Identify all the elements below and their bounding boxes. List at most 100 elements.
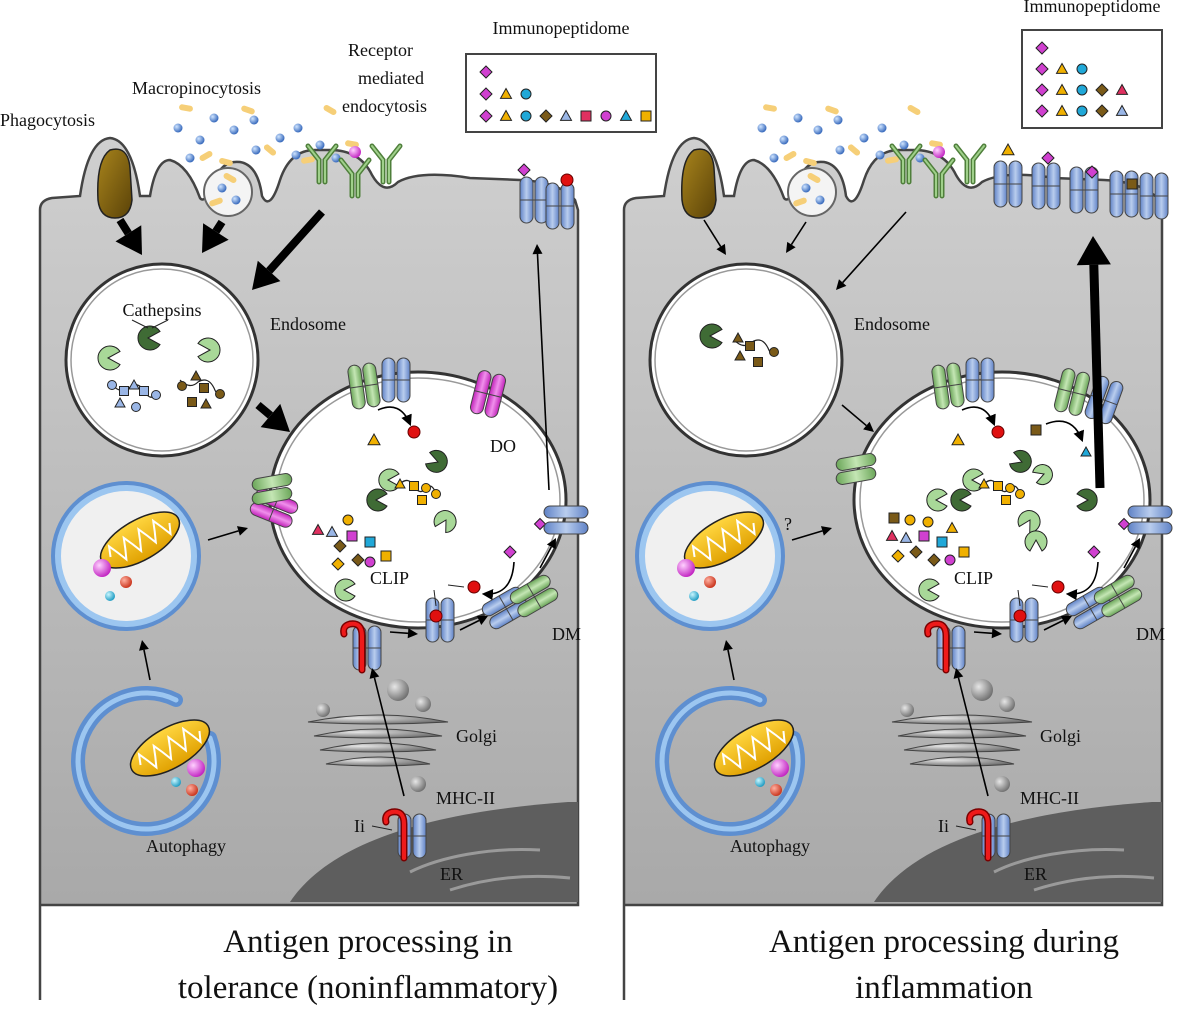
receptor	[922, 157, 956, 199]
panel-inflammation: EndosomeCLIPDMImmunopeptidome?AutophagyG…	[622, 0, 1173, 1006]
phagophore-inner	[75, 690, 217, 832]
receptor	[953, 143, 987, 185]
phagophore-inner	[659, 690, 801, 832]
peptide-square	[364, 536, 376, 548]
peptide-square	[918, 530, 930, 542]
panel-caption: Antigen processing in	[223, 924, 513, 960]
peptide-triangle	[190, 369, 202, 381]
clip-peptide	[429, 609, 443, 623]
panels: CathepsinsEndosomeDOCLIPDMImmunopeptidom…	[0, 0, 1173, 1006]
cathepsin-enzyme	[1008, 449, 1032, 473]
solute-pill	[223, 173, 237, 183]
solute-pill	[263, 144, 277, 156]
clip-pointer	[433, 589, 437, 607]
cathepsin-enzyme	[197, 337, 221, 363]
golgi-vesicle	[415, 696, 431, 712]
mhc-ii-loaded	[1127, 505, 1173, 535]
hla-dm-molecule	[835, 453, 877, 471]
peptide-square	[640, 110, 652, 122]
immunopeptidome-title: Immunopeptidome	[1024, 0, 1161, 16]
ii-pointer	[955, 825, 977, 831]
receptor-label: Receptor	[348, 40, 413, 60]
peptide-diamond	[479, 87, 493, 101]
hla-dm-molecule	[251, 473, 293, 491]
hla-dm-molecule	[835, 467, 877, 485]
dm-label: DM	[1136, 624, 1165, 644]
peptide-circle	[431, 489, 441, 499]
clip-label: CLIP	[954, 568, 993, 588]
peptide-circle	[1005, 483, 1015, 493]
autophagy-label: Autophagy	[146, 836, 226, 856]
peptide-triangle	[499, 109, 513, 121]
extracellular-particle	[769, 153, 779, 163]
peptide-triangle	[899, 531, 913, 543]
cargo-particle	[689, 591, 699, 601]
exchange-arrow	[377, 406, 412, 427]
solute-pill	[803, 157, 817, 167]
clip-pointer	[447, 584, 465, 588]
peptide-circle	[107, 380, 117, 390]
endosome-membrane	[70, 268, 254, 452]
ii-label: Ii	[938, 816, 949, 836]
peptide-diamond	[533, 517, 547, 531]
solute-pill	[783, 151, 797, 161]
arrow-endosome-to-miic	[255, 401, 290, 432]
extracellular-particle	[835, 145, 845, 155]
peptide-triangle	[732, 331, 744, 343]
peptide-square	[1001, 495, 1011, 505]
arrow-phagophore-to-autophagosome	[723, 640, 735, 681]
immunopeptidome-peptides	[1035, 41, 1129, 118]
receptor-ligand	[933, 146, 945, 158]
macropinocytosis-label: Macropinocytosis	[132, 78, 261, 98]
peptide-square	[888, 512, 900, 524]
peptide-diamond	[517, 163, 531, 177]
extracellular-particle	[833, 115, 843, 125]
peptide-triangle	[394, 477, 406, 489]
hla-dm-molecule	[1053, 368, 1091, 416]
peptide-square	[753, 357, 763, 367]
panel-tolerance: CathepsinsEndosomeDOCLIPDMImmunopeptidom…	[0, 18, 657, 1006]
endosome	[648, 262, 844, 458]
solute-pill	[345, 140, 359, 148]
solute-pill	[241, 105, 255, 115]
peptide-circle	[769, 347, 779, 357]
extracellular-particle	[813, 125, 823, 135]
golgi-vesicle	[999, 696, 1015, 712]
peptide-diamond	[1041, 151, 1055, 165]
peptide-diamond	[1095, 83, 1109, 97]
receptor	[338, 157, 372, 199]
peptide-triangle	[367, 432, 381, 446]
cargo-particle	[187, 759, 205, 777]
peptide-triangle	[1115, 104, 1129, 116]
peptide-triangle	[499, 87, 513, 99]
invariant-chain	[382, 808, 408, 862]
solute-particle	[217, 183, 227, 193]
peptide-triangle	[1115, 83, 1129, 95]
extracellular-particle	[291, 150, 301, 160]
protein-fragment	[978, 477, 1025, 505]
arrow-to-loaded-mhc	[1123, 538, 1140, 569]
clip-label: CLIP	[370, 568, 409, 588]
extracellular-particle	[251, 145, 261, 155]
solute-pill	[199, 151, 213, 161]
golgi-vesicle	[410, 776, 426, 792]
extracellular-particle	[915, 153, 925, 163]
peptide-triangle	[978, 477, 990, 489]
hla-dm-molecule	[251, 487, 293, 505]
exchange-arrow	[481, 561, 515, 601]
peptide-triangle	[951, 432, 965, 446]
er-label: ER	[1024, 864, 1047, 884]
cargo-particle	[171, 777, 181, 787]
peptide-triangle	[1055, 62, 1069, 74]
solute-pill	[179, 104, 193, 112]
cathepsin-enzyme	[137, 325, 161, 351]
mhc-ii-label: MHC-II	[436, 788, 495, 808]
peptide-diamond	[1035, 62, 1049, 76]
arrow-receptor-endocytosis	[836, 211, 907, 290]
peptide-square	[199, 383, 209, 393]
peptide-circle	[131, 402, 141, 412]
phagocytosis-label: Phagocytosis	[0, 110, 95, 130]
golgi	[307, 679, 449, 792]
peptide-triangle	[559, 109, 573, 121]
